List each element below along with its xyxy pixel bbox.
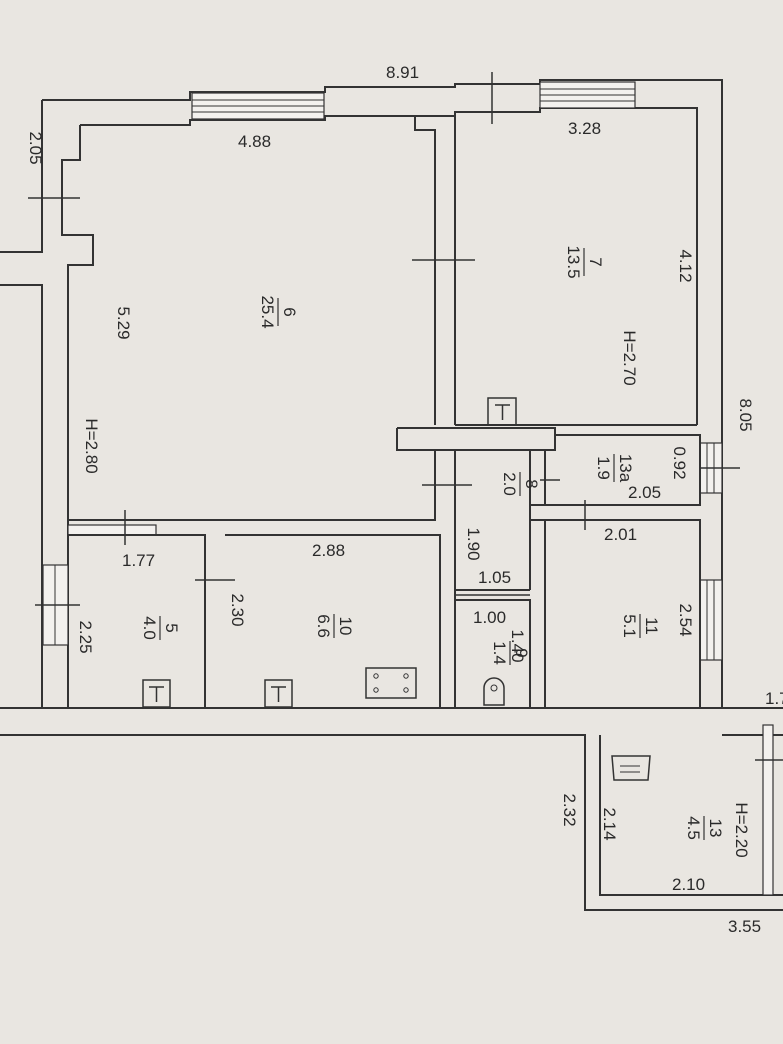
dim-right-total: 8.05 (736, 398, 755, 431)
outer-walls (0, 79, 783, 911)
dim-ext-bottom: 3.55 (728, 917, 761, 936)
room-number: 9 (512, 648, 531, 657)
dim-ext-left: 2.32 (560, 793, 579, 826)
room-area: 1.9 (594, 456, 613, 480)
dim-room9-height: 1.40 (508, 629, 527, 662)
room-number: 10 (336, 617, 355, 636)
room-label-7: 7 13.5 (564, 245, 605, 278)
room-area: 2.0 (500, 472, 519, 496)
height-room7: H=2.70 (620, 330, 639, 385)
dim-room10-side: 2.30 (228, 593, 247, 626)
room-area: 4.5 (684, 816, 703, 840)
room-label-8: 8 2.0 (500, 472, 541, 496)
room-label-6: 6 25.4 (258, 295, 299, 328)
room-number: 8 (522, 479, 541, 488)
room-label-13a: 13a 1.9 (594, 454, 635, 483)
dim-room5-top: 1.77 (122, 551, 155, 570)
room-area: 4.0 (140, 616, 159, 640)
room-label-9: 9 1.4 (490, 641, 531, 665)
room-number: 13a (616, 454, 635, 483)
room-label-13: 13 4.5 (684, 816, 725, 840)
dim-top-total: 8.91 (386, 63, 419, 82)
room-area: 13.5 (564, 245, 583, 278)
riser-icon (264, 679, 293, 708)
room-number: 5 (162, 623, 181, 632)
room-label-11: 11 5.1 (620, 614, 661, 638)
dim-room7-length: 4.12 (676, 249, 695, 282)
room-area: 6.6 (314, 614, 333, 638)
dim-room5-side: 2.25 (76, 620, 95, 653)
room-number: 6 (280, 307, 299, 316)
dim-ext-top-cut: 1.7 (765, 689, 783, 708)
interior-walls (68, 116, 701, 708)
dim-room7-width: 3.28 (568, 119, 601, 138)
dim-room9-top: 1.05 (478, 568, 511, 587)
stove-icon (365, 667, 417, 699)
sink-icon (611, 755, 651, 781)
toilet-icon (483, 677, 505, 706)
dim-room6-length: 5.29 (114, 306, 133, 339)
height-room6: H=2.80 (82, 418, 101, 473)
dim-room11-top: 2.01 (604, 525, 637, 544)
dim-room13-bottom: 2.10 (672, 875, 705, 894)
room-area: 1.4 (490, 641, 509, 665)
room-area: 25.4 (258, 295, 277, 328)
room-number: 13 (706, 819, 725, 838)
room-number: 7 (586, 257, 605, 266)
room-label-5: 5 4.0 (140, 616, 181, 640)
dim-room8-length: 1.90 (464, 527, 483, 560)
dim-room11-side: 2.54 (676, 603, 695, 636)
room-label-10: 10 6.6 (314, 614, 355, 638)
dim-left-top: 2.05 (26, 131, 45, 164)
riser-icon (142, 679, 171, 708)
height-room13: H=2.20 (732, 802, 751, 857)
room-area: 5.1 (620, 614, 639, 638)
room-number: 11 (642, 617, 661, 635)
dim-room13a-a: 0.92 (670, 446, 689, 479)
dim-room13-side: 2.14 (600, 807, 619, 840)
dim-room9-width: 1.00 (473, 608, 506, 627)
tick-marks (28, 72, 783, 761)
dim-room6-width: 4.88 (238, 132, 271, 151)
dim-room10-top: 2.88 (312, 541, 345, 560)
riser-icon (495, 404, 510, 420)
dim-room13a-b: 2.05 (628, 483, 661, 502)
